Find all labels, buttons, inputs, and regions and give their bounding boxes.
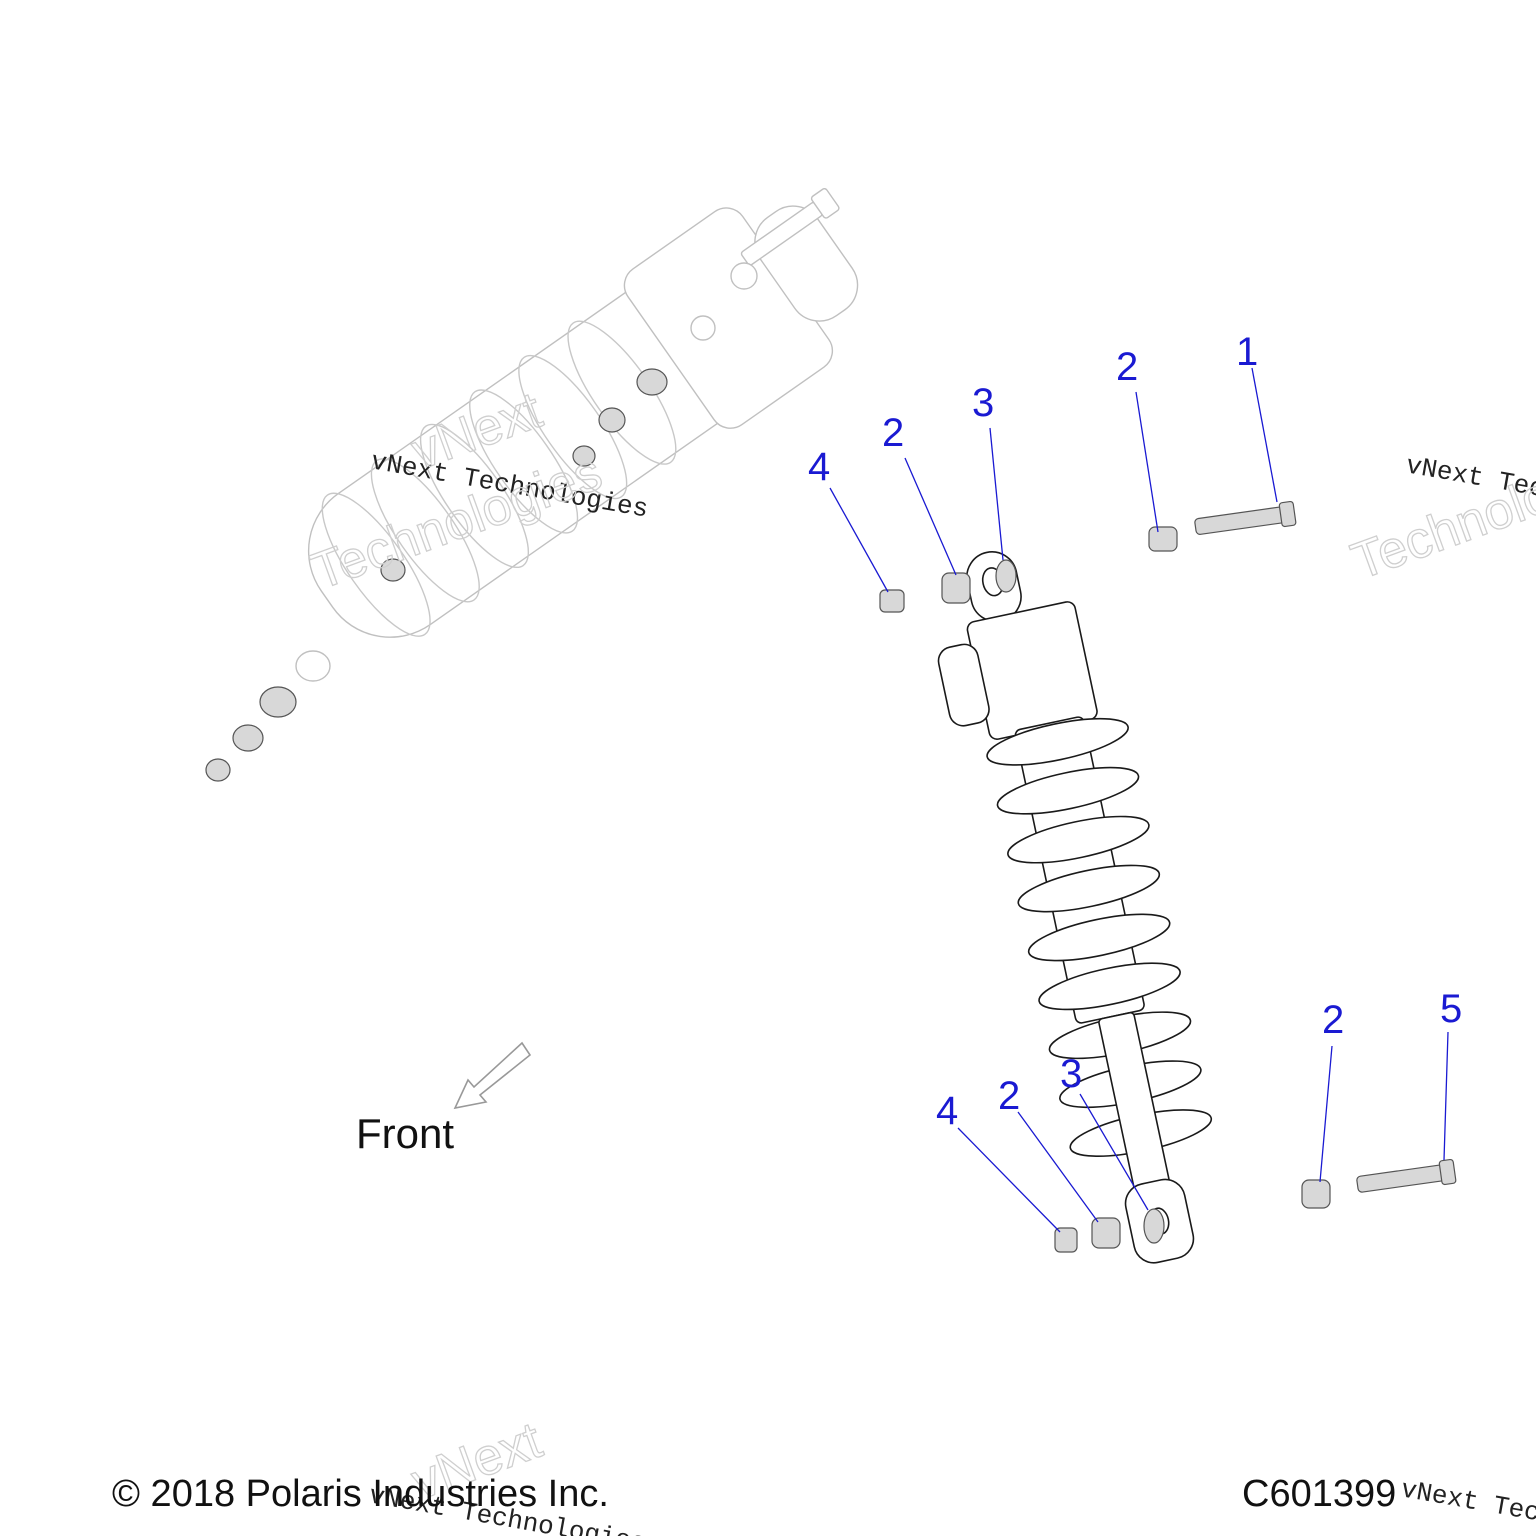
front-arrow-icon bbox=[453, 1041, 532, 1110]
callout-leaders bbox=[829, 367, 1449, 1233]
front-label: Front bbox=[356, 1110, 454, 1157]
callout-3-lower: 3 bbox=[1060, 1052, 1082, 1096]
callout-2-lower-left: 2 bbox=[998, 1074, 1020, 1118]
diagram-code: C601399 bbox=[1242, 1473, 1396, 1515]
lower-hardware bbox=[1054, 1158, 1457, 1253]
callout-2-lower-right: 2 bbox=[1322, 998, 1344, 1042]
callout-1-upper: 1 bbox=[1236, 330, 1258, 374]
callout-4-upper: 4 bbox=[808, 445, 830, 489]
callout-3-upper: 3 bbox=[972, 381, 994, 425]
watermark-text-4: vNext Technologies bbox=[1399, 1474, 1536, 1536]
callouts: 1 2 3 4 2 5 2 3 2 4 bbox=[808, 330, 1462, 1133]
callout-2-upper-left: 2 bbox=[882, 411, 904, 455]
callout-4-lower: 4 bbox=[936, 1089, 958, 1133]
shock-absorber bbox=[937, 551, 1213, 1264]
copyright-text: © 2018 Polaris Industries Inc. bbox=[112, 1473, 609, 1515]
upper-hardware bbox=[879, 500, 1297, 613]
ghost-shock-assembly bbox=[205, 188, 859, 782]
callout-5-lower: 5 bbox=[1440, 987, 1462, 1031]
callout-2-upper-right: 2 bbox=[1116, 345, 1138, 389]
